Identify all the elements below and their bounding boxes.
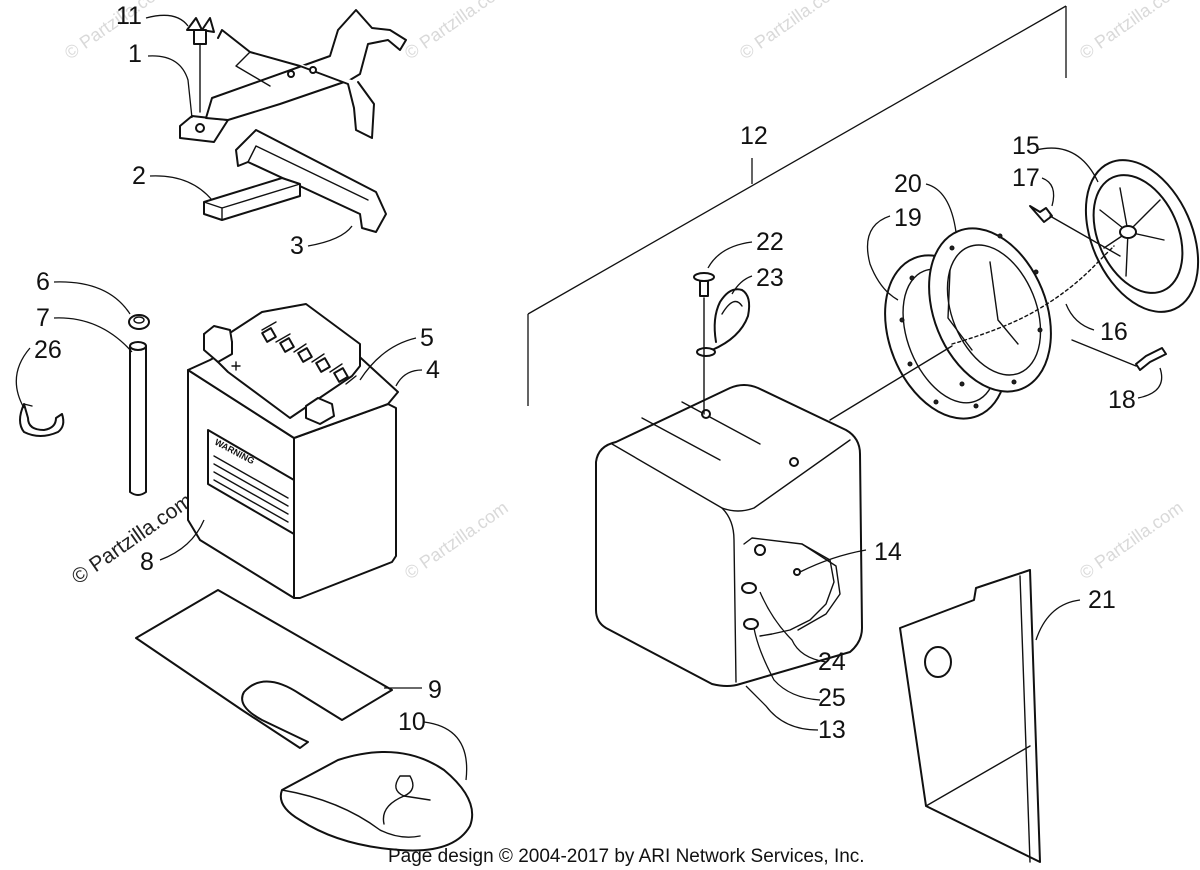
callout-20: 20: [894, 170, 922, 198]
watermark-3: © Partzilla.com: [736, 0, 847, 63]
callout-2: 2: [132, 162, 146, 190]
callout-17: 17: [1012, 164, 1040, 192]
door-ring-part: [928, 227, 1052, 393]
watermark-7: © Partzilla.com: [1076, 497, 1187, 583]
vent-tube-part: [129, 341, 147, 496]
cover-part: [1084, 159, 1200, 313]
callout-11: 11: [116, 2, 142, 30]
callout-13: 13: [818, 716, 846, 744]
storage-box-part: [595, 384, 863, 687]
callout-9: 9: [428, 676, 442, 704]
callout-10: 10: [398, 708, 426, 736]
group-bracket: [527, 5, 1067, 406]
callout-1: 1: [128, 40, 142, 68]
watermark-4: © Partzilla.com: [1076, 0, 1187, 63]
callout-21: 21: [1088, 586, 1116, 614]
battery-part: WARNING: [187, 303, 399, 599]
wing-bolt-part: [186, 17, 215, 113]
footer-credit: Page design © 2004-2017 by ARI Network S…: [388, 846, 865, 867]
pin-18-part: [1071, 339, 1167, 371]
chain-part: [829, 245, 1115, 421]
callout-5: 5: [420, 324, 434, 352]
watermark-main: © Partzilla.com: [68, 489, 197, 589]
callout-22: 22: [756, 228, 784, 256]
tool-pouch-part: [279, 751, 474, 852]
watermark-5: © Partzilla.com: [401, 497, 512, 583]
pin-17-part: [1029, 205, 1121, 257]
callout-23: 23: [756, 264, 784, 292]
callout-7: 7: [36, 304, 50, 332]
pad-part: [203, 177, 301, 221]
callout-4: 4: [426, 356, 440, 384]
hose-clamp-part: [128, 314, 150, 330]
callout-14: 14: [874, 538, 902, 566]
callout-12: 12: [740, 122, 768, 150]
callouts: 11 1 2 3 6 7 26 5 4 8 9 10 12 22 23 14 2…: [34, 2, 1136, 744]
callout-26: 26: [34, 336, 62, 364]
watermark-2: © Partzilla.com: [401, 0, 512, 63]
callout-25: 25: [818, 684, 846, 712]
band-clamp-part: [19, 403, 65, 437]
u-bracket-part: [235, 129, 387, 233]
screw-and-clip-part: [693, 272, 751, 415]
callout-8: 8: [140, 548, 154, 576]
callout-18: 18: [1108, 386, 1136, 414]
leader-lines: [15, 14, 1163, 781]
liner-part: [899, 569, 1041, 863]
callout-24: 24: [818, 648, 846, 676]
hold-down-strap-part: [179, 9, 407, 143]
callout-3: 3: [290, 232, 304, 260]
callout-16: 16: [1100, 318, 1128, 346]
callout-19: 19: [894, 204, 922, 232]
callout-6: 6: [36, 268, 50, 296]
callout-15: 15: [1012, 132, 1040, 160]
battery-mat-part: [135, 589, 393, 749]
